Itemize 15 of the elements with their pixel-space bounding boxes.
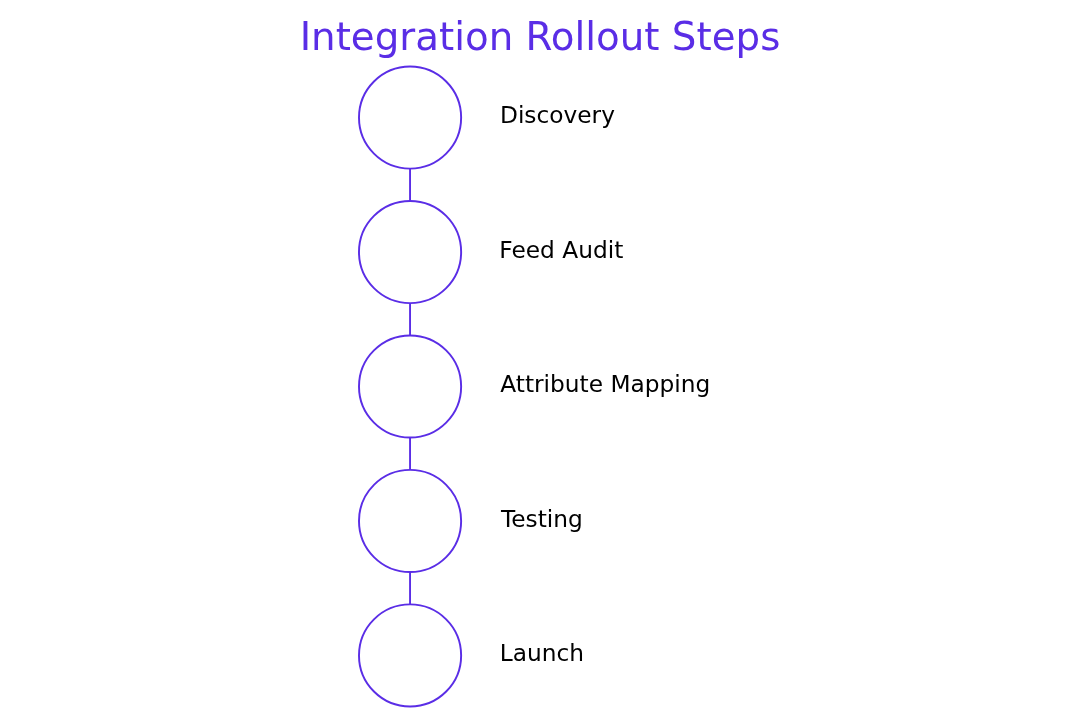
- connector: [409, 167, 412, 202]
- node-circle: [358, 334, 463, 439]
- diagram-title: Integration Rollout Steps: [299, 13, 781, 59]
- node-label: Attribute Mapping: [500, 370, 711, 398]
- node-label: Launch: [499, 639, 585, 667]
- node-circle: [358, 603, 463, 708]
- node-label: Discovery: [499, 101, 615, 129]
- connector: [409, 436, 412, 471]
- connector: [409, 571, 412, 606]
- connector: [409, 302, 412, 337]
- node-label: Feed Audit: [499, 235, 624, 263]
- node-circle: [358, 200, 463, 305]
- node-circle: [358, 468, 463, 573]
- node-label: Testing: [501, 504, 583, 532]
- node-circle: [358, 65, 463, 170]
